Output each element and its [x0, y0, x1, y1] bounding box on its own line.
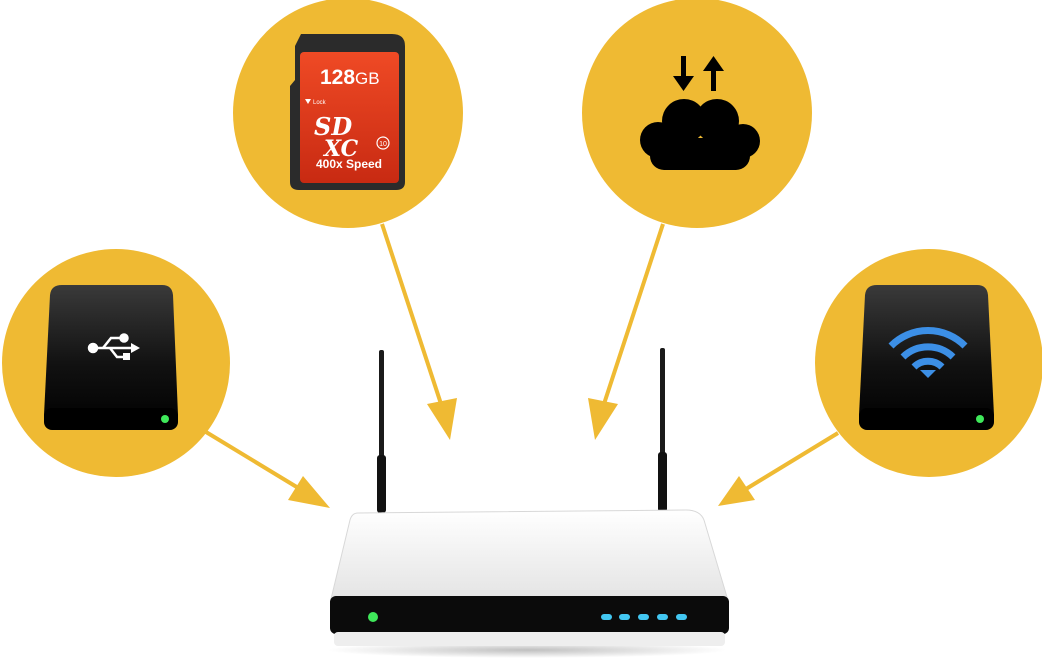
sd-capacity-unit: GB [355, 69, 380, 88]
wifi-drive-led [976, 415, 984, 423]
usb-drive-icon [44, 285, 178, 430]
wifi-symbol-icon [888, 327, 968, 378]
sd-lock-label: Lock [313, 100, 327, 106]
arrow-wifi-to-router [718, 431, 840, 506]
download-arrow-icon [673, 56, 694, 91]
cloud-icon [640, 99, 760, 170]
sd-logo-bottom: XC [322, 136, 359, 162]
upload-arrow-icon [703, 56, 724, 91]
sd-capacity: 128GB [320, 66, 380, 89]
wifi-drive-icon [859, 285, 994, 430]
lock-arrow-icon [305, 99, 311, 104]
arrow-cloud-to-router [588, 223, 665, 440]
router-status-leds [601, 614, 687, 620]
sd-card-icon: 128GB Lock SD XC 10 400x Speed [290, 34, 405, 190]
sd-capacity-number: 128 [320, 66, 355, 89]
sd-speed-label: 400x Speed [316, 157, 382, 171]
sd-logo-top: SD [314, 112, 352, 141]
usb-drive-led [161, 415, 169, 423]
router-antenna-left [377, 350, 386, 513]
router-icon [327, 348, 729, 658]
cloud-transfer-icon [640, 56, 760, 170]
sd-class-ring [376, 136, 390, 150]
usb-symbol-icon [87, 333, 140, 360]
router-power-led [368, 612, 378, 622]
router-antenna-right [658, 348, 667, 512]
router-front-panel [330, 596, 729, 634]
arrow-sd-to-router [380, 223, 457, 440]
sd-class-number: 10 [379, 141, 387, 148]
arrow-usb-to-router [204, 430, 330, 508]
